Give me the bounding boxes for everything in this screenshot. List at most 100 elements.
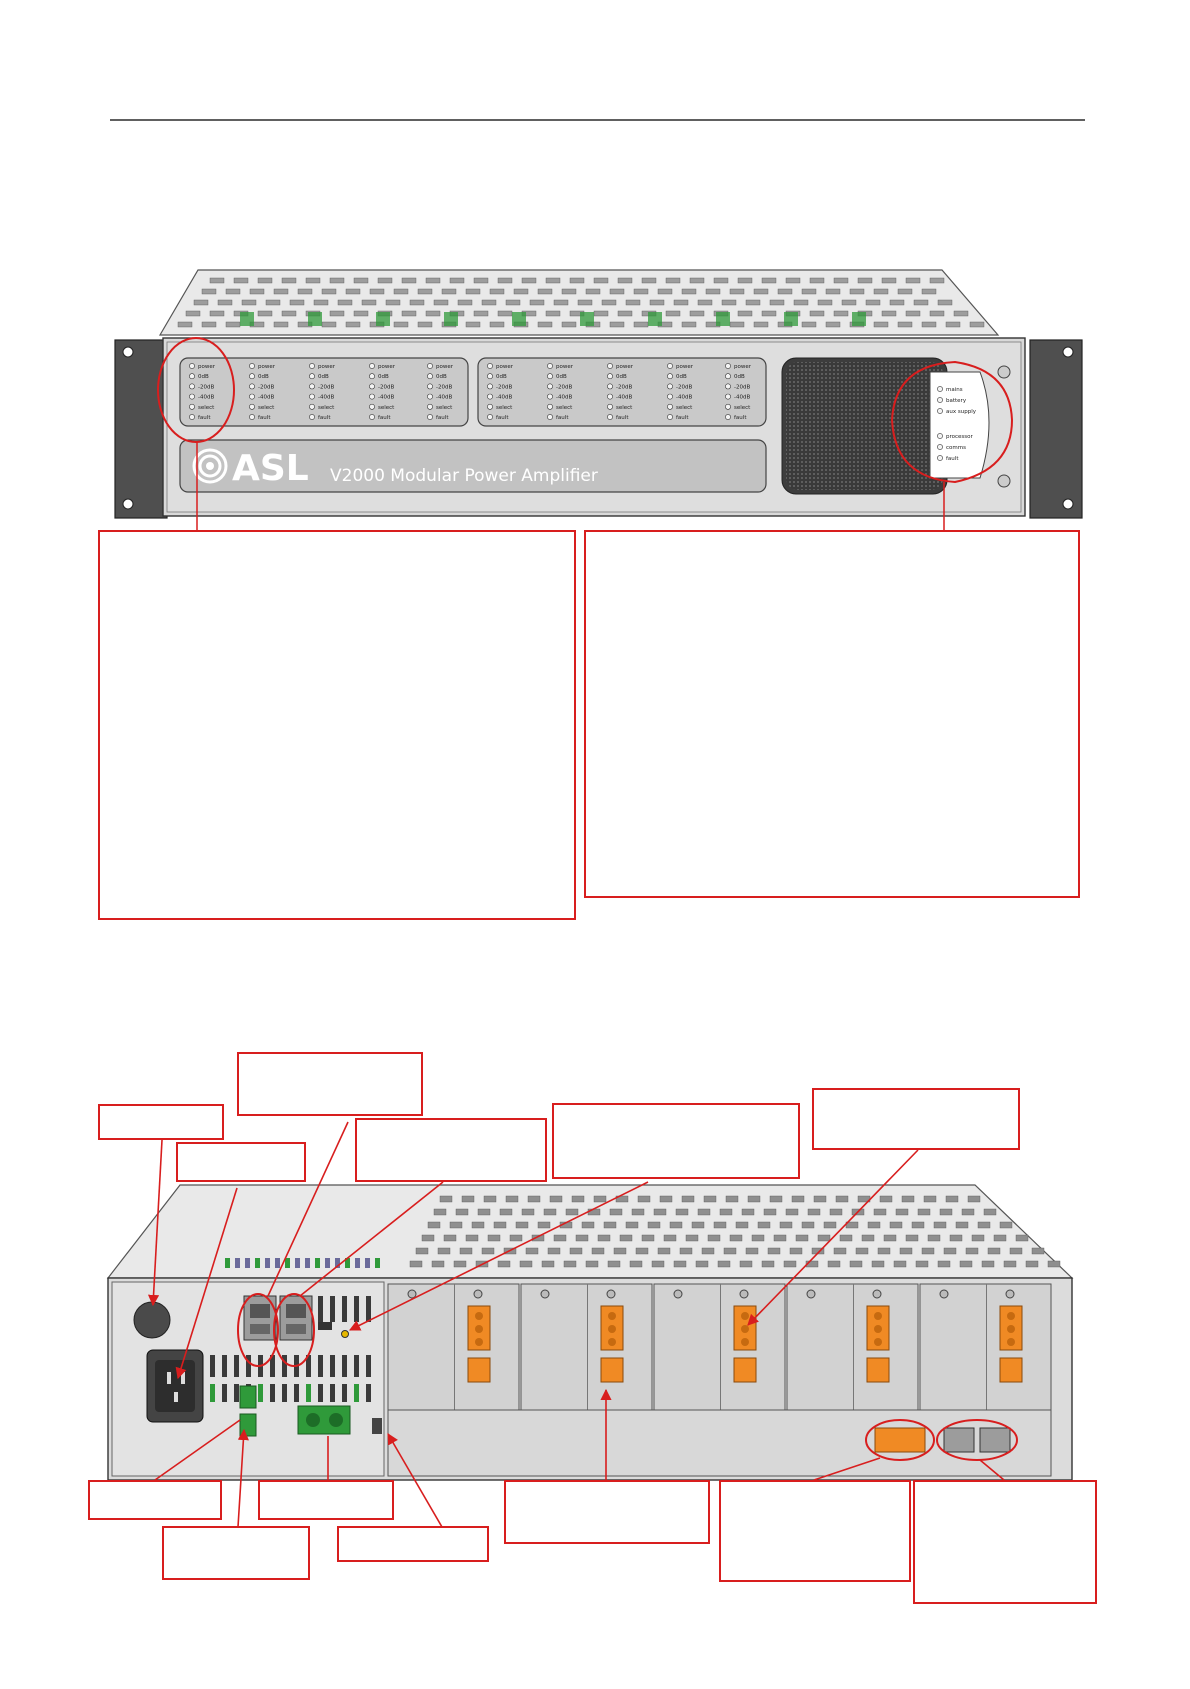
vent-slot xyxy=(921,1247,935,1255)
channel-led-indicator xyxy=(369,373,375,380)
vent-slot xyxy=(937,1260,951,1268)
channel-led-label: fault xyxy=(676,415,689,421)
vent-slot xyxy=(809,310,825,317)
channel-led-indicator xyxy=(667,383,673,390)
vent-slot xyxy=(753,288,769,295)
channel-led-label: -40dB xyxy=(676,395,692,401)
vent-slot xyxy=(769,1195,783,1203)
channel-led-label: select xyxy=(496,405,513,411)
green-terminal-1 xyxy=(239,1385,257,1409)
vent-slot xyxy=(641,1234,655,1242)
channel-led-indicator xyxy=(607,383,613,390)
vent-slot xyxy=(767,1247,781,1255)
channel-led-indicator xyxy=(249,403,255,410)
connector-screw xyxy=(741,1312,749,1320)
vent-slot xyxy=(701,1247,715,1255)
vent-slot xyxy=(285,1258,290,1268)
slot-screw xyxy=(473,1289,483,1299)
vent-slot xyxy=(545,310,561,317)
vent-slot xyxy=(321,288,337,295)
vent-slot xyxy=(318,1355,323,1377)
channel-led-label: select xyxy=(436,405,453,411)
vent-slot xyxy=(663,1234,677,1242)
channel-led-label: -20dB xyxy=(556,384,572,390)
channel-led-label: fault xyxy=(616,415,629,421)
channel-led-label: -40dB xyxy=(496,395,512,401)
vent-slot xyxy=(827,1260,841,1268)
vent-slot xyxy=(294,1384,299,1402)
rj45-jack xyxy=(286,1324,306,1334)
vent-slot xyxy=(745,1247,759,1255)
callout-box-rj45-right xyxy=(355,1118,547,1182)
vent-slot xyxy=(625,299,641,306)
vent-slot xyxy=(689,310,705,317)
vent-slot xyxy=(953,310,969,317)
channel-led-indicator xyxy=(309,403,315,410)
channel-led-label: select xyxy=(198,405,215,411)
vent-slot xyxy=(489,321,505,328)
vent-slot xyxy=(817,1234,831,1242)
vent-slot xyxy=(723,1247,737,1255)
callout-box-usb xyxy=(552,1103,800,1179)
channel-led-label: power xyxy=(436,364,454,370)
vent-slot xyxy=(945,321,961,328)
vent-slot xyxy=(201,288,217,295)
vent-slot xyxy=(801,321,817,328)
vent-slot xyxy=(282,1355,287,1377)
vent-slot xyxy=(543,1208,557,1216)
vent-slot xyxy=(965,1247,979,1255)
vent-slot xyxy=(881,310,897,317)
vent-slot xyxy=(791,1195,805,1203)
vent-slot xyxy=(258,1384,263,1402)
panel-screw xyxy=(997,365,1011,379)
channel-led-indicator xyxy=(607,363,613,369)
vent-slot xyxy=(545,277,561,284)
channel-led-indicator xyxy=(667,414,673,420)
vent-slot xyxy=(1015,1234,1029,1242)
vent-slot xyxy=(779,1221,793,1229)
vent-slot xyxy=(937,299,953,306)
callout-box-network-ports xyxy=(913,1480,1097,1604)
vent-slot xyxy=(729,1234,743,1242)
vent-slot xyxy=(773,1234,787,1242)
slot-screw xyxy=(1005,1289,1015,1299)
callout-box-mains-inlet xyxy=(176,1142,306,1182)
vent-slot xyxy=(783,1260,797,1268)
vent-slot xyxy=(889,299,905,306)
vent-slot xyxy=(521,1208,535,1216)
channel-led-label: -40dB xyxy=(436,395,452,401)
vent-slot xyxy=(497,310,513,317)
channel-led-label: -40dB xyxy=(198,395,214,401)
channel-led-label: 0dB xyxy=(378,374,389,380)
vent-slot xyxy=(911,1221,925,1229)
channel-led-indicator xyxy=(189,373,195,380)
vent-slot xyxy=(577,299,593,306)
channel-led-indicator xyxy=(309,363,315,369)
iec-pin xyxy=(181,1372,185,1384)
vent-slot xyxy=(585,1260,599,1268)
vent-slot xyxy=(493,1221,507,1229)
vent-slot xyxy=(375,1258,380,1268)
vent-slot xyxy=(241,299,257,306)
vent-slot xyxy=(369,288,385,295)
channel-led-indicator xyxy=(189,403,195,410)
vent-slot xyxy=(569,277,585,284)
vent-slot xyxy=(489,288,505,295)
vent-slot xyxy=(265,1258,270,1268)
vent-slot xyxy=(345,1258,350,1268)
vent-slot xyxy=(431,1260,445,1268)
left-rack-ear xyxy=(114,339,168,519)
vent-slot xyxy=(193,299,209,306)
vent-slot xyxy=(873,288,889,295)
vent-slot xyxy=(1047,1260,1061,1268)
vent-slot xyxy=(513,288,529,295)
vent-slot xyxy=(185,310,201,317)
rj45-jack xyxy=(250,1324,270,1334)
status-led-indicator xyxy=(937,444,943,450)
status-led-label: aux supply xyxy=(946,409,977,415)
vent-slot xyxy=(761,310,777,317)
module-indicator xyxy=(648,312,662,326)
connector-screw xyxy=(874,1325,882,1333)
